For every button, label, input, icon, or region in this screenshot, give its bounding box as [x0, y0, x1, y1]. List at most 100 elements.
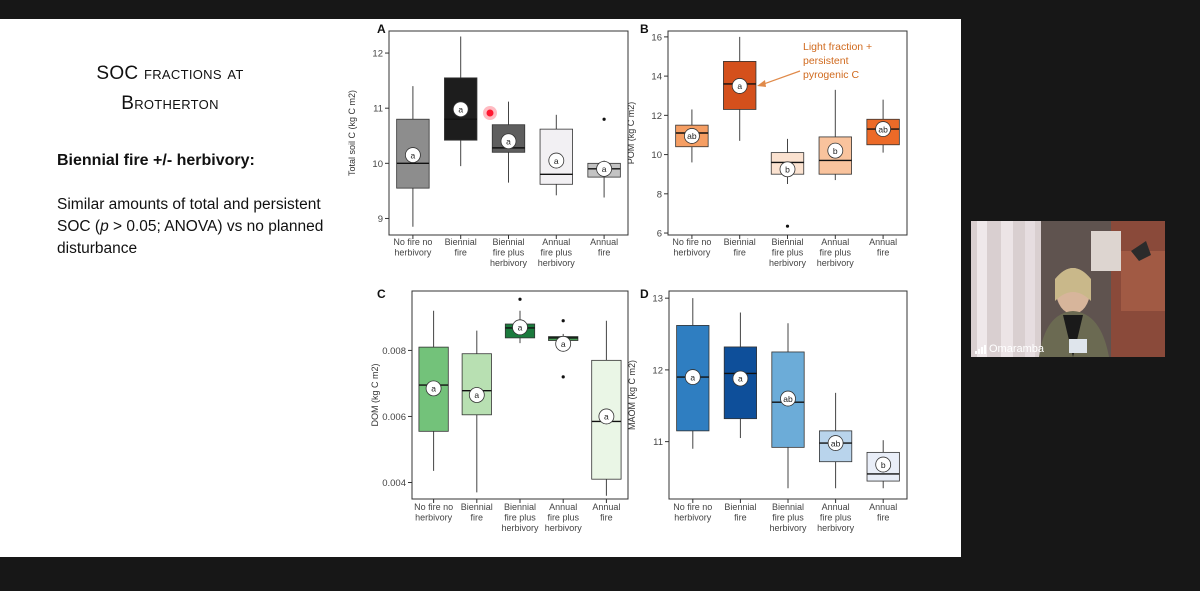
y-tick-label: 9 — [378, 214, 383, 225]
x-tick-label: fire — [877, 513, 890, 523]
x-tick-label: fire plus — [504, 513, 536, 523]
x-tick-label: Annual — [592, 502, 620, 512]
box-iqr — [461, 353, 492, 416]
significance-letter: a — [737, 81, 742, 91]
significance-badge — [500, 133, 517, 150]
y-tick-label: 0.006 — [382, 412, 406, 423]
annotation-text-line: Light fraction + — [803, 41, 872, 53]
y-tick-label: 12 — [372, 49, 383, 60]
x-tick-label: Biennial — [504, 502, 536, 512]
annotation-text-line: persistent — [803, 55, 849, 67]
chart-annotation: Light fraction + persistent pyrogenic C — [757, 41, 872, 87]
x-tick-label: No fire no — [673, 502, 712, 512]
significance-letter: a — [738, 374, 743, 384]
y-tick-label: 10 — [651, 150, 662, 161]
x-tick-label: Biennial — [724, 502, 756, 512]
y-axis-label: DOM (kg C m2) — [370, 363, 380, 426]
significance-letter: a — [690, 372, 695, 382]
y-tick-label: 6 — [657, 229, 662, 240]
significance-badge — [827, 435, 844, 451]
significance-badge — [452, 101, 469, 118]
x-tick-label: herbivory — [490, 258, 528, 268]
significance-badge — [598, 408, 615, 425]
panel-letter: C — [377, 287, 386, 301]
box-iqr — [418, 346, 449, 432]
significance-badge — [732, 370, 749, 387]
y-tick-label: 16 — [651, 32, 662, 43]
y-tick-label: 8 — [657, 189, 662, 200]
body-text-part-1: Similar amounts of total and persistent … — [57, 196, 321, 235]
significance-badge — [779, 161, 796, 178]
annotation-text-line: pyrogenic C — [803, 69, 859, 81]
annotation-arrowhead — [757, 80, 766, 87]
signal-strength-icon — [975, 344, 986, 354]
significance-badge — [468, 387, 485, 403]
significance-letter: ab — [783, 394, 793, 404]
x-tick-label: fire plus — [547, 513, 579, 523]
body-text-p: p — [100, 218, 109, 235]
significance-badge — [404, 147, 421, 163]
box-iqr — [444, 77, 478, 141]
y-tick-label: 13 — [652, 294, 663, 305]
x-tick-label: herbivory — [769, 523, 807, 533]
x-tick-label: Annual — [590, 237, 618, 247]
significance-letter: a — [458, 104, 463, 114]
x-tick-label: Annual — [869, 502, 897, 512]
significance-badge — [596, 160, 612, 177]
significance-badge — [555, 335, 572, 352]
x-tick-label: Annual — [549, 502, 577, 512]
significance-badge — [425, 380, 442, 397]
x-tick-label: Biennial — [492, 237, 524, 247]
annotation-arrow — [760, 70, 801, 86]
significance-letter: ab — [687, 131, 697, 141]
y-tick-label: 12 — [652, 365, 663, 376]
y-tick-label: 0.004 — [382, 478, 406, 489]
y-tick-label: 0.008 — [382, 346, 406, 357]
significance-badge — [512, 319, 528, 336]
x-tick-label: herbivory — [415, 513, 453, 523]
participant-video-frame — [971, 221, 1165, 357]
x-tick-label: Biennial — [724, 237, 756, 247]
significance-badge — [827, 142, 844, 159]
x-tick-label: Biennial — [461, 502, 493, 512]
x-tick-label: herbivory — [545, 523, 583, 533]
significance-badge — [684, 369, 701, 385]
significance-badge — [731, 78, 748, 94]
x-tick-label: fire plus — [772, 248, 804, 258]
x-tick-label: herbivory — [769, 258, 807, 268]
x-tick-label: fire plus — [493, 248, 525, 258]
x-tick-label: herbivory — [538, 258, 576, 268]
x-tick-label: fire — [600, 513, 613, 523]
box-outlier — [602, 117, 606, 121]
x-tick-label: Annual — [869, 237, 897, 247]
panel-letter: A — [377, 22, 386, 36]
x-tick-label: fire plus — [772, 513, 804, 523]
x-tick-label: fire plus — [820, 513, 852, 523]
x-tick-label: Annual — [822, 502, 850, 512]
significance-letter: a — [604, 412, 609, 422]
participant-name-label: Omaramba — [975, 343, 1044, 355]
significance-letter: a — [411, 150, 416, 160]
panel-letter: D — [640, 287, 649, 301]
y-axis-label: Total soil C (kg C m2) — [347, 90, 357, 176]
box-outlier — [785, 224, 790, 228]
x-tick-label: No fire no — [393, 237, 432, 247]
significance-badge — [548, 152, 565, 169]
participant-video-tile[interactable]: Omaramba — [971, 221, 1165, 357]
slide-body-text: Similar amounts of total and persistent … — [57, 194, 347, 260]
x-tick-label: herbivory — [501, 523, 539, 533]
